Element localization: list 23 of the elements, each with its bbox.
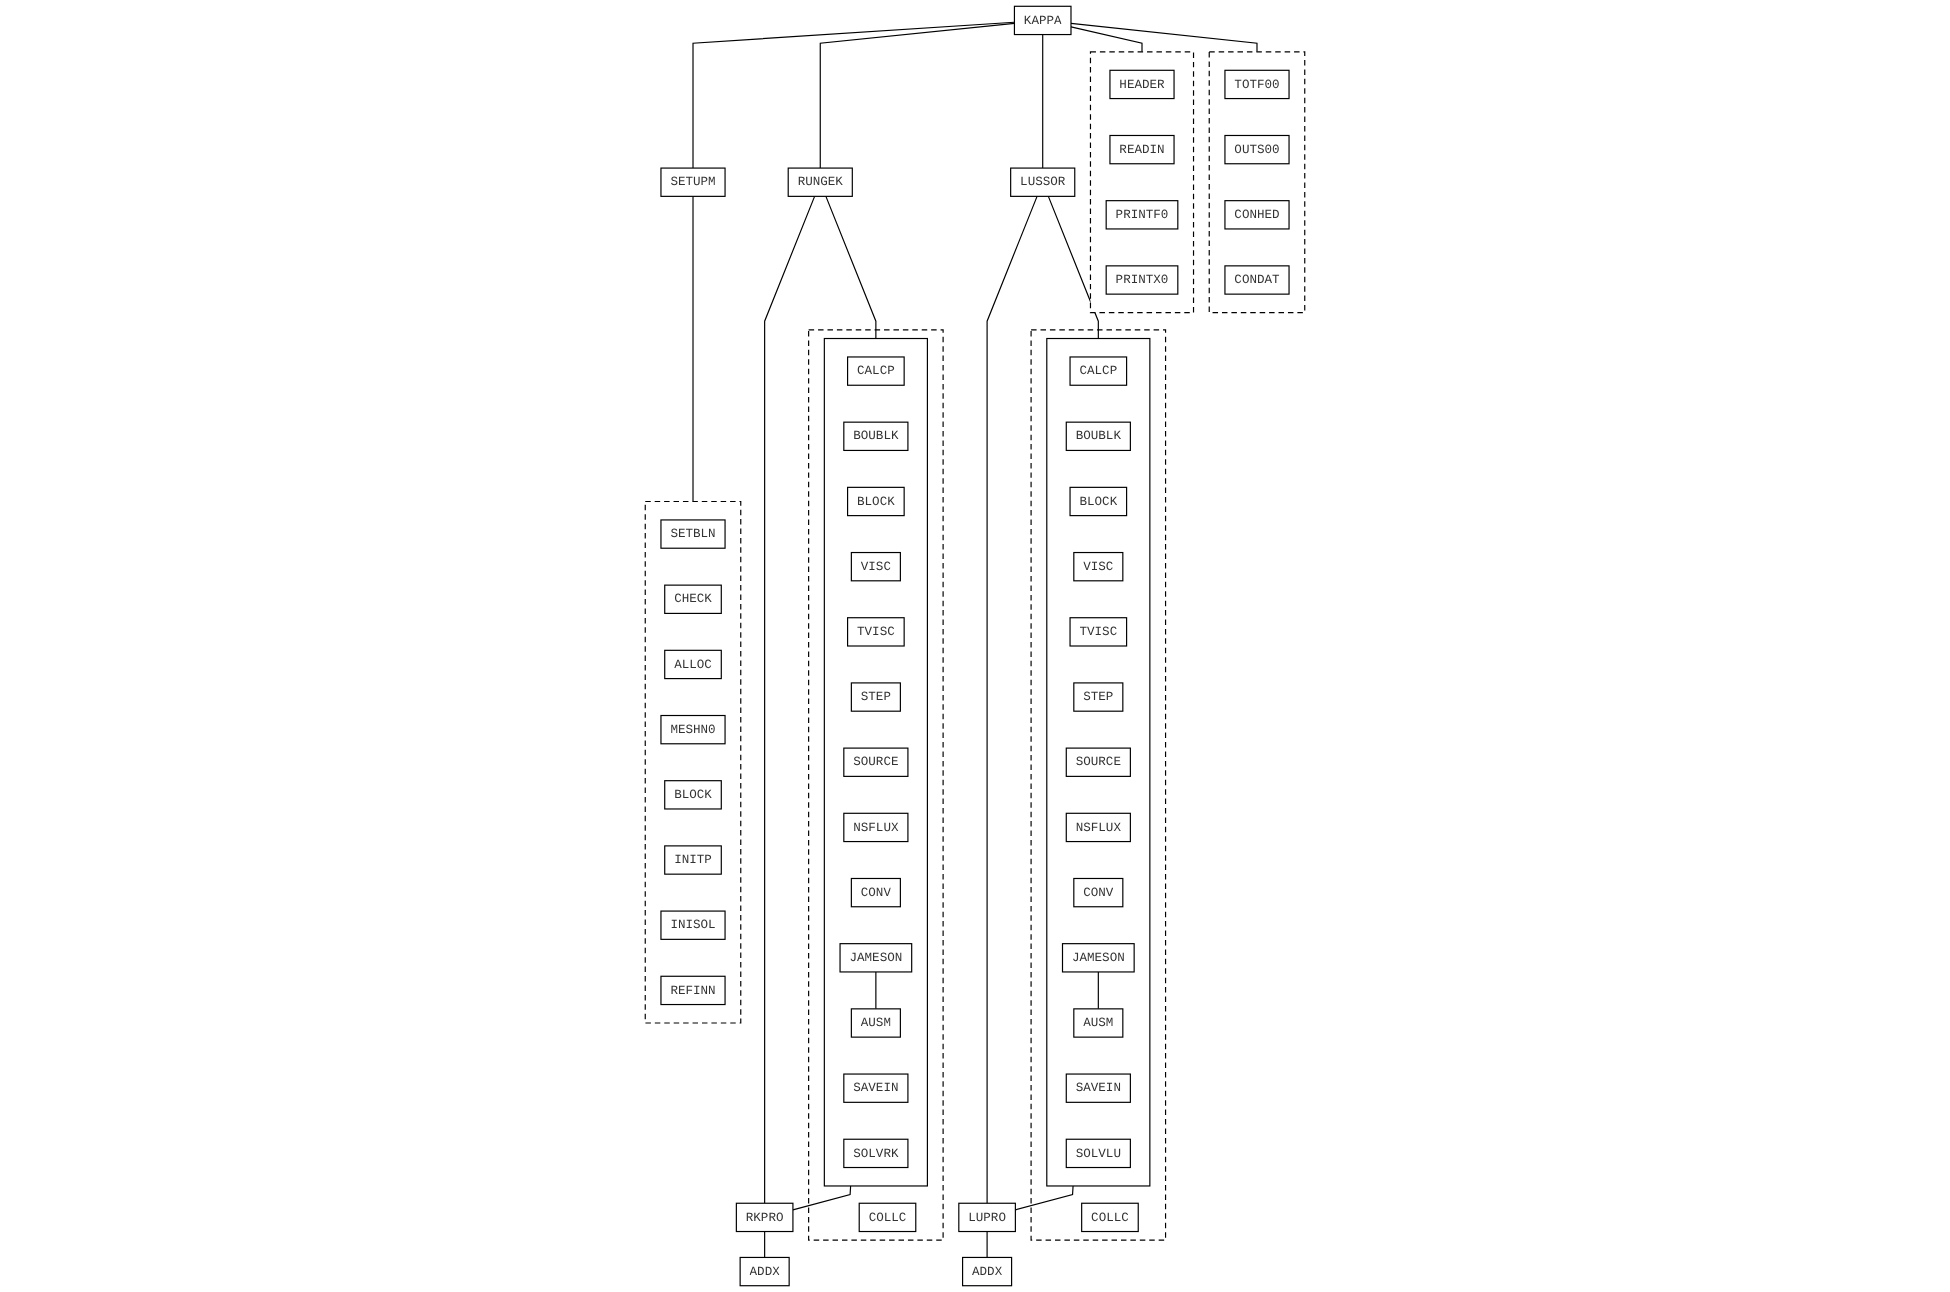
cluster	[1030, 329, 1167, 1241]
connector	[825, 195, 877, 340]
connector	[1097, 971, 1099, 1010]
connector	[986, 195, 1038, 1204]
connector	[764, 1230, 766, 1259]
connector	[792, 1185, 852, 1211]
connector	[986, 1230, 988, 1259]
connector	[692, 195, 694, 503]
cluster	[1046, 337, 1151, 1187]
connector	[1070, 22, 1258, 53]
connector	[1014, 1185, 1074, 1211]
connector	[875, 971, 877, 1010]
connector	[764, 195, 816, 1204]
cluster	[808, 329, 944, 1241]
cluster	[1208, 51, 1306, 314]
cluster	[644, 500, 742, 1024]
connector	[1042, 33, 1044, 169]
cluster	[1089, 51, 1195, 314]
connector	[1047, 195, 1099, 340]
connector	[819, 22, 1015, 169]
connector	[1070, 26, 1143, 53]
cluster	[823, 337, 928, 1187]
connector	[692, 21, 1015, 169]
